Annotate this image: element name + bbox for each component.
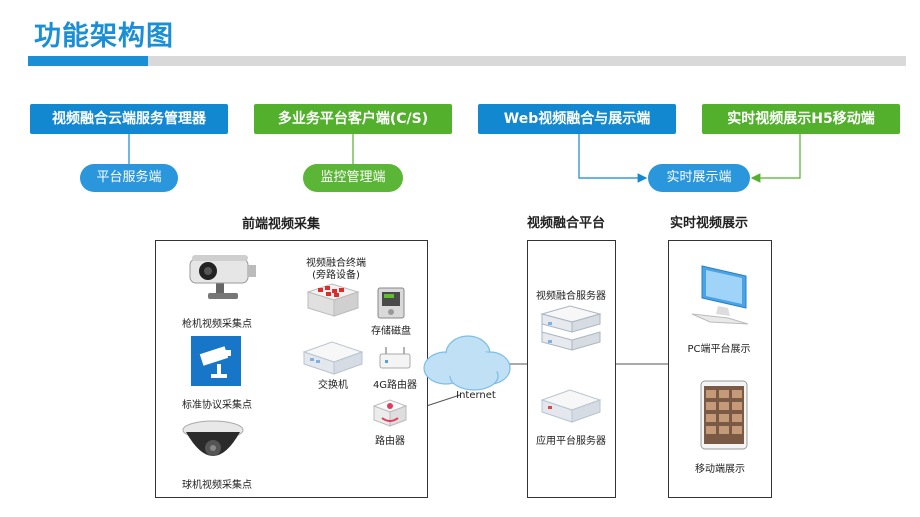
terminal-sublabel: (旁路设备)	[312, 270, 360, 281]
section-title-display: 实时视频展示	[670, 216, 749, 231]
internet-label: Internet	[456, 390, 496, 401]
gun-camera-label: 枪机视频采集点	[182, 319, 252, 330]
pc-display-icon	[691, 265, 749, 325]
router-4g-label: 4G路由器	[372, 380, 418, 391]
storage-disk-label: 存储磁盘	[371, 326, 411, 337]
switch-label: 交换机	[318, 380, 348, 391]
app-server-label: 应用平台服务器	[536, 436, 606, 447]
terminal-label: 视频融合终端	[306, 258, 366, 269]
section-title-platform: 视频融合平台	[527, 216, 606, 231]
switch-icon	[302, 341, 364, 375]
module-cs-client: 多业务平台客户端(C/S)	[254, 104, 452, 134]
app-server-icon	[540, 389, 602, 423]
standard-camera-icon	[191, 336, 241, 386]
dome-camera-label: 球机视频采集点	[182, 480, 252, 491]
router-icon	[372, 399, 408, 427]
standard-camera-label: 标准协议采集点	[182, 400, 252, 411]
sub-platform-server: 平台服务端	[80, 164, 178, 192]
mobile-display-label: 移动端展示	[695, 464, 745, 475]
dome-camera-icon	[182, 420, 244, 456]
section-title-front: 前端视频采集	[242, 217, 321, 232]
module-cloud-manager: 视频融合云端服务管理器	[30, 104, 228, 134]
router-4g-icon	[379, 347, 411, 369]
sub-realtime-display: 实时展示端	[648, 164, 750, 192]
platform-panel	[527, 240, 616, 498]
sub-monitor-manager: 监控管理端	[303, 164, 403, 192]
mobile-display-icon	[700, 380, 748, 450]
fusion-terminal-icon	[306, 283, 360, 317]
title-underline-accent	[28, 56, 148, 66]
module-h5-mobile: 实时视频展示H5移动端	[702, 104, 900, 134]
gun-camera-icon	[189, 255, 256, 299]
title-underline	[148, 56, 906, 66]
pc-display-label: PC端平台展示	[687, 344, 751, 355]
module-web-display: Web视频融合与展示端	[478, 104, 676, 134]
fusion-server-label: 视频融合服务器	[536, 291, 606, 302]
storage-disk-icon	[377, 287, 405, 319]
fusion-server-icon	[540, 305, 602, 351]
page-title: 功能架构图	[34, 21, 174, 52]
internet-cloud-icon	[423, 335, 511, 391]
router-label: 路由器	[375, 436, 405, 447]
